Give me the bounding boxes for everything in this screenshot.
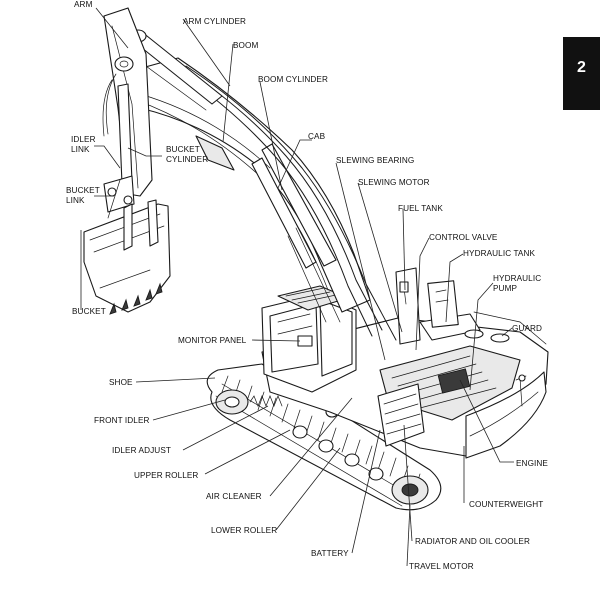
label-bucket-cylinder-line1: BUCKET xyxy=(166,145,200,154)
part-labels: ARM ARM CYLINDER BOOM BOOM CYLINDER CAB … xyxy=(66,0,548,571)
label-bucket: BUCKET xyxy=(72,307,106,316)
boom-cylinders xyxy=(251,143,341,323)
label-control-valve: CONTROL VALVE xyxy=(429,233,498,242)
label-arm-cylinder: ARM CYLINDER xyxy=(183,17,246,26)
label-travel-motor: TRAVEL MOTOR xyxy=(409,562,474,571)
track-assembly xyxy=(206,363,442,511)
page-number-badge: 2 xyxy=(563,37,600,110)
label-shoe: SHOE xyxy=(109,378,133,387)
label-radiator-and-oil-cooler: RADIATOR AND OIL COOLER xyxy=(415,537,530,546)
label-bucket-link-line1: BUCKET xyxy=(66,186,100,195)
label-lower-roller: LOWER ROLLER xyxy=(211,526,277,535)
label-idler-adjust: IDLER ADJUST xyxy=(112,446,171,455)
label-upper-roller: UPPER ROLLER xyxy=(134,471,198,480)
label-boom-cylinder: BOOM CYLINDER xyxy=(258,75,328,84)
label-fuel-tank: FUEL TANK xyxy=(398,204,443,213)
leader-lines xyxy=(80,7,514,567)
label-bucket-link-line2: LINK xyxy=(66,196,85,205)
bucket xyxy=(83,199,171,315)
label-hydraulic-pump-line2: PUMP xyxy=(493,284,517,293)
label-guard: GUARD xyxy=(512,324,542,333)
label-front-idler: FRONT IDLER xyxy=(94,416,150,425)
label-slewing-motor: SLEWING MOTOR xyxy=(358,178,430,187)
label-counterweight: COUNTERWEIGHT xyxy=(469,500,543,509)
label-monitor-panel: MONITOR PANEL xyxy=(178,336,247,345)
excavator-illustration xyxy=(83,7,549,511)
label-idler-link-line2: LINK xyxy=(71,145,90,154)
arm xyxy=(102,7,153,197)
label-battery: BATTERY xyxy=(311,549,349,558)
label-air-cleaner: AIR CLEANER xyxy=(206,492,262,501)
bucket-linkage xyxy=(103,175,135,219)
label-engine: ENGINE xyxy=(516,459,548,468)
label-hydraulic-tank: HYDRAULIC TANK xyxy=(463,249,536,258)
label-boom: BOOM xyxy=(233,41,258,50)
label-bucket-cylinder-line2: CYLINDER xyxy=(166,155,208,164)
cab xyxy=(261,281,409,393)
label-arm: ARM xyxy=(74,0,93,9)
page-number: 2 xyxy=(577,59,586,76)
label-cab: CAB xyxy=(308,132,326,141)
label-slewing-bearing: SLEWING BEARING xyxy=(336,156,414,165)
label-hydraulic-pump-line1: HYDRAULIC xyxy=(493,274,541,283)
label-idler-link-line1: IDLER xyxy=(71,135,96,144)
